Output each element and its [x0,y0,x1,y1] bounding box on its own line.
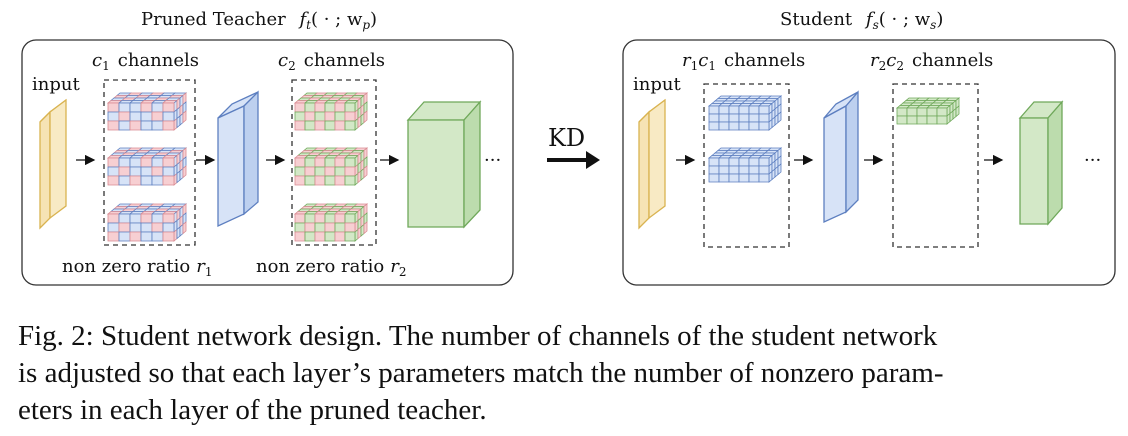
teacher-ratio2-sub: 2 [399,265,407,279]
student-group1-rsub: 1 [691,59,699,73]
teacher-ratio2-var: r [390,256,400,277]
student-ellipsis: ··· [1084,150,1101,171]
student-group1-cubes [707,95,783,183]
caption-line-1: Fig. 2: Student network design. The numb… [18,320,938,352]
student-group2-rsub: 2 [879,59,887,73]
student-frame [622,39,1116,286]
teacher-ratio1-sub: 1 [205,265,213,279]
kd-arrow-head [586,151,600,169]
student-dense-kernel-group2-1 [895,97,961,125]
teacher-func-args: ( · ; w [311,9,363,30]
teacher-group2-box [291,79,377,246]
student-group1-c: c [698,50,708,71]
student-group2-label: channels [912,50,993,71]
student-feature-map-1 [823,90,859,224]
student-input-label: input [633,74,681,95]
student-dense-kernel-1 [707,95,783,131]
kd-label: KD [548,124,585,152]
teacher-group1-box [103,79,196,246]
teacher-group2-label-line: c2 channels [278,50,385,73]
figure-caption: Fig. 2: Student network design. The numb… [18,318,1118,429]
caption-line-2: is adjusted so that each layer’s paramet… [18,357,944,389]
teacher-input-slab [39,98,67,230]
student-group2-c: c [886,50,896,71]
student-dense-kernel-2 [707,147,783,183]
teacher-func-close: ) [370,9,377,30]
teacher-input-label: input [32,74,80,95]
student-group1-label: channels [724,50,805,71]
student-group1-box [703,83,790,248]
teacher-title: Pruned Teacher [141,9,286,30]
teacher-ratio2-text: non zero ratio [256,256,384,277]
teacher-group2-prefix: c [278,50,288,71]
teacher-ratio1-text: non zero ratio [62,256,190,277]
teacher-group1-prefix: c [92,50,102,71]
kd-transfer: KD [547,124,600,169]
caption-line-3: eters in each layer of the pruned teache… [18,394,487,426]
teacher-group2-label: channels [304,50,385,71]
teacher-sparse-kernel-group2-3 [293,203,369,242]
student-group2-cubes [895,97,961,125]
student-group1-r: r [682,50,692,71]
student-group2-csub: 2 [896,59,904,73]
teacher-group2-sub: 2 [288,59,296,73]
teacher-frame [21,39,514,286]
teacher-sparse-kernel-2 [106,147,188,186]
teacher-sparse-kernel-group2-2 [293,147,369,186]
teacher-func-args-sub: p [362,18,370,32]
student-group1-csub: 1 [708,59,716,73]
teacher-func-sub: t [306,18,311,32]
teacher-sparse-kernel-3 [106,203,188,242]
student-feature-map-2 [1018,100,1064,226]
teacher-ratio2-line: non zero ratio r2 [256,256,406,279]
teacher-ratio1-var: r [196,256,206,277]
student-func-args-sub: s [930,18,936,32]
teacher-group1-label-line: c1 channels [92,50,199,73]
student-input-slab [638,98,666,230]
teacher-feature-map-1 [217,90,259,228]
student-func-close: ) [936,9,943,30]
teacher-sparse-kernel-group2-1 [293,92,369,131]
student-title-line: Student fs( · ; ws) [780,9,943,32]
teacher-sparse-kernel-1 [106,92,188,131]
teacher-group2-cubes [293,92,369,242]
teacher-ellipsis: ··· [484,150,501,171]
student-group2-box [892,83,979,248]
teacher-title-line: Pruned Teacher ft( · ; wp) [141,9,377,32]
student-func-args: ( · ; w [879,9,931,30]
student-group2-r: r [870,50,880,71]
teacher-feature-map-2 [406,100,482,229]
teacher-group1-sub: 1 [102,59,110,73]
student-func-sub: s [873,18,879,32]
teacher-ratio1-line: non zero ratio r1 [62,256,212,279]
student-title: Student [780,9,853,30]
teacher-group1-label: channels [118,50,199,71]
teacher-group1-cubes [106,92,188,242]
